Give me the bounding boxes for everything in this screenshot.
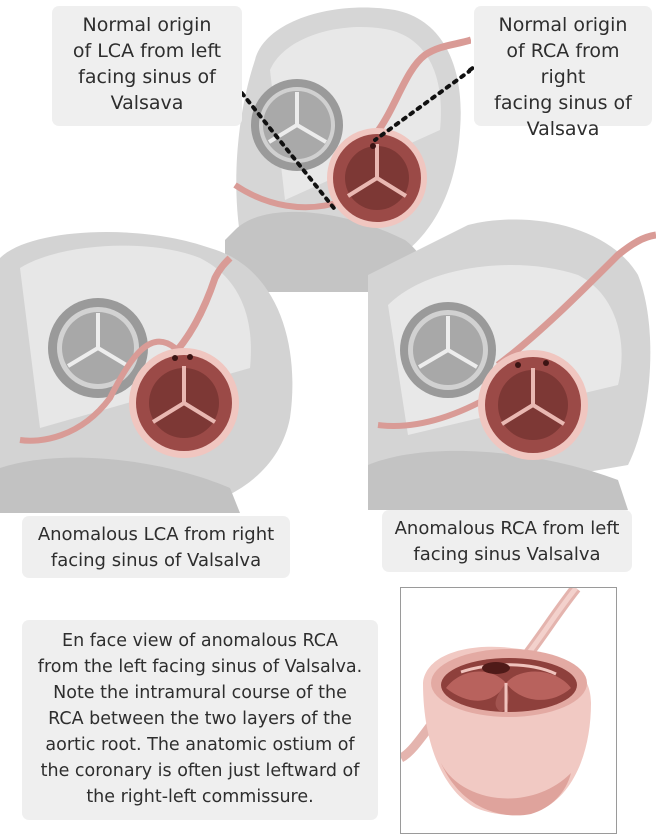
- label-en-face-note: En face view of anomalous RCA from the l…: [22, 620, 378, 820]
- label-anomalous-rca: Anomalous RCA from left facing sinus Val…: [382, 510, 632, 572]
- anomalous-rca-illustration: [368, 215, 656, 510]
- label-normal-lca-origin: Normal origin of LCA from left facing si…: [52, 6, 242, 126]
- en-face-view-illustration: [400, 587, 617, 834]
- label-anomalous-lca: Anomalous LCA from right facing sinus of…: [22, 516, 290, 578]
- anomalous-lca-illustration: [0, 228, 330, 513]
- label-normal-rca-origin: Normal origin of RCA from right facing s…: [474, 6, 652, 126]
